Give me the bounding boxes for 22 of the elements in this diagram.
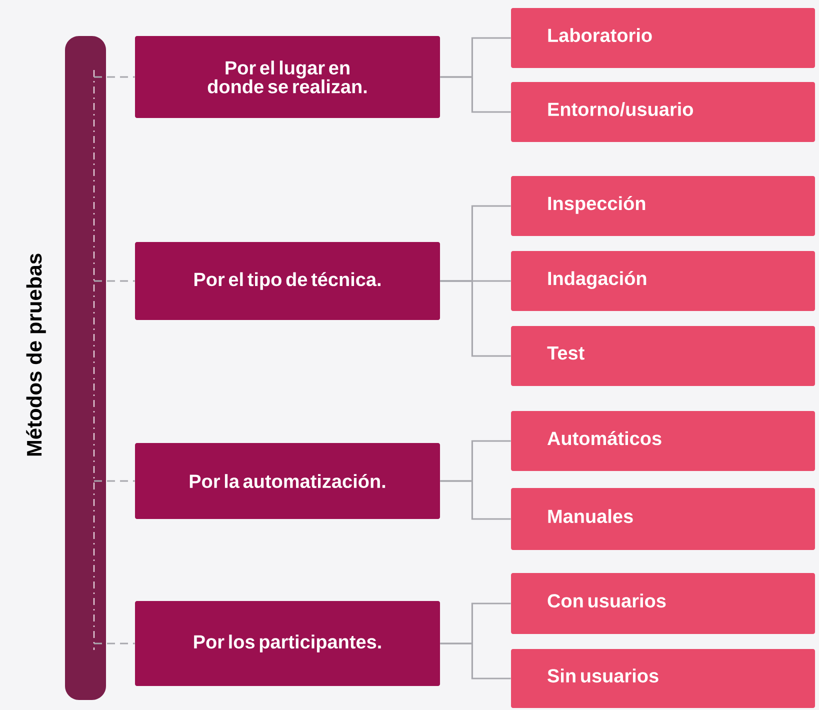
item-box: Indagación bbox=[511, 251, 815, 311]
connector-line bbox=[440, 480, 511, 520]
connector-line bbox=[440, 280, 511, 357]
connector-line bbox=[94, 280, 135, 282]
connector-line bbox=[440, 76, 511, 113]
item-box: Con usuarios bbox=[511, 573, 815, 634]
category-box: Por el lugar en donde se realizan. bbox=[135, 36, 440, 118]
item-box: Test bbox=[511, 326, 815, 386]
item-box: Automáticos bbox=[511, 411, 815, 471]
item-box: Entorno/usuario bbox=[511, 82, 815, 142]
vertical-title: Métodos de pruebas bbox=[26, 254, 46, 456]
category-box: Por los participantes. bbox=[135, 601, 440, 686]
connector-line bbox=[94, 642, 135, 644]
item-box: Manuales bbox=[511, 488, 815, 550]
connector-line bbox=[94, 480, 135, 482]
category-box: Por la automatización. bbox=[135, 443, 440, 519]
connector-line bbox=[440, 642, 511, 680]
item-box: Inspección bbox=[511, 176, 815, 236]
category-box: Por el tipo de técnica. bbox=[135, 242, 440, 320]
item-box: Sin usuarios bbox=[511, 649, 815, 708]
connector-line bbox=[94, 76, 135, 78]
item-box: Laboratorio bbox=[511, 8, 815, 68]
